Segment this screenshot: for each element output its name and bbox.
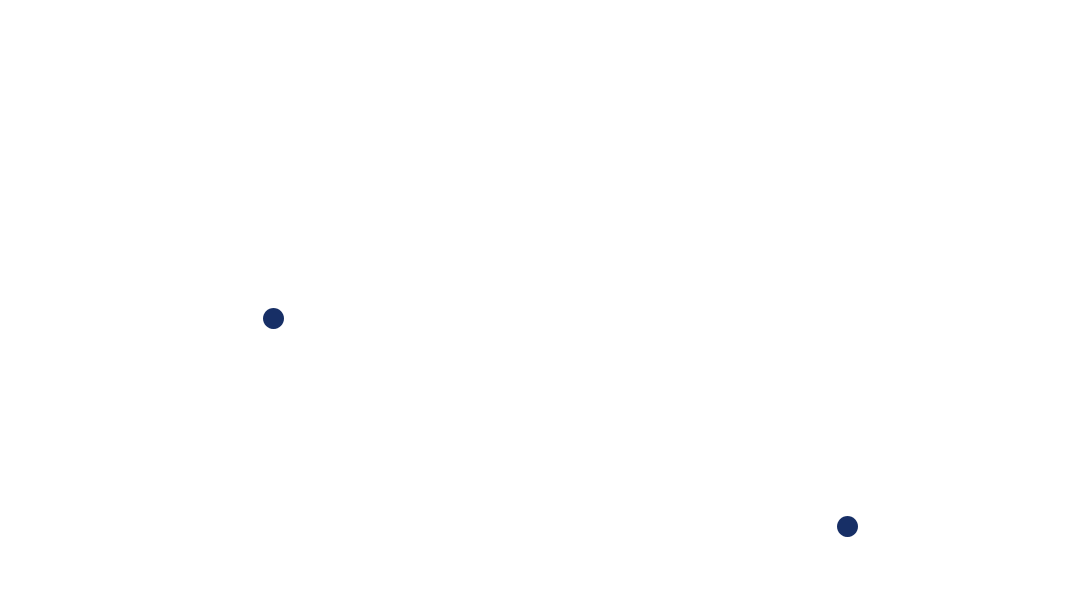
navy-dot	[837, 516, 858, 537]
navy-dot	[263, 308, 284, 329]
